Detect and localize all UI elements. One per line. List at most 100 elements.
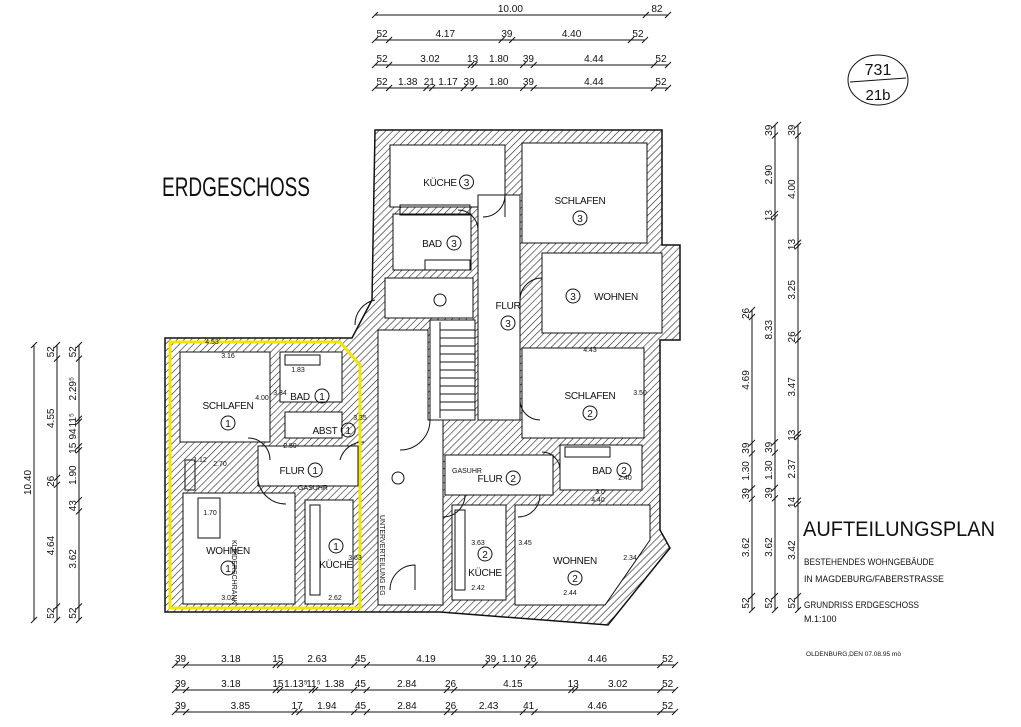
dimension-value: 4.46 <box>588 654 608 665</box>
dimension-value: 82 <box>651 4 663 15</box>
room-name: FLUR <box>478 474 503 485</box>
dimension-value: 3.42 <box>787 540 798 560</box>
room-number-circle <box>446 235 462 251</box>
description-line-2: IN MAGDEBURG/FABERSTRASSE <box>804 574 944 584</box>
room-name: KÜCHE <box>423 177 457 189</box>
description-line-1: BESTEHENDES WOHNGEBÄUDE <box>804 557 934 567</box>
room-name: KÜCHE <box>319 559 353 571</box>
inner-dimension: 3.63 <box>471 540 485 547</box>
dimension-value: 4.46 <box>588 701 608 712</box>
room-number-circle <box>340 422 356 438</box>
inner-dimension: 2.59 <box>283 443 297 450</box>
dimension-value: 26 <box>46 475 57 487</box>
dimension-value: 11⁵ <box>306 679 321 690</box>
title-block: AUFTEILUNGSPLAN BESTEHENDES WOHNGEBÄUDE … <box>803 518 995 658</box>
room-number: 2 <box>510 474 516 485</box>
dimension-value: 26 <box>741 307 752 319</box>
dimension-value: 52 <box>632 29 644 40</box>
room-name: KÜCHE <box>468 567 502 579</box>
gasuhr-label-1: GASUHR <box>298 485 328 492</box>
sheet-line-1: GRUNDRISS ERDGESCHOSS <box>804 600 919 610</box>
room-name: SCHLAFEN <box>555 196 606 207</box>
stamp-bottom: 21b <box>865 87 890 104</box>
dimension-value: 2.63 <box>307 654 327 665</box>
dimension-value: 2.29⁵ <box>68 377 79 401</box>
dimension-value: 39 <box>485 654 497 665</box>
kleiderschrank-label: KLEIDERSCHRANK <box>230 540 237 605</box>
signature-line: OLDENBURG,DEN 07.08.95 mö <box>806 652 902 658</box>
room-name: ABST <box>313 426 338 437</box>
room-number-circle <box>307 462 323 478</box>
inner-dimension: 1.12 <box>193 457 207 464</box>
room-wohnen-1 <box>182 492 296 605</box>
dimension-value: 43 <box>68 500 79 512</box>
dimension-value: 52 <box>376 77 388 88</box>
room-number-circle <box>500 315 516 331</box>
room-number-circle <box>572 210 588 226</box>
inner-dimension: 3.34 <box>273 390 287 397</box>
room-number-circle <box>220 415 236 431</box>
room-schlafen-1 <box>179 351 271 443</box>
inner-dimension: 4.40 <box>591 497 605 504</box>
room-bad-3 <box>392 213 472 271</box>
dimension-value: 52 <box>787 597 798 609</box>
inner-dimension: 2.34 <box>623 555 637 562</box>
room-number-circle <box>220 560 236 576</box>
annotations: GASUHR GASUHR KLEIDERSCHRANK UNTERVERTEI… <box>230 468 482 605</box>
dimension-value: 1.10 <box>502 654 522 665</box>
dimension-value: 10.00 <box>498 4 523 15</box>
room-name: FLUR <box>496 301 521 312</box>
dimension-value: 2.43 <box>479 701 499 712</box>
dimension-value: 4.64 <box>46 535 57 555</box>
dimension-value: 39 <box>175 679 187 690</box>
dimension-value: 1.80 <box>489 77 509 88</box>
dimension-value: 4.44 <box>584 77 604 88</box>
entrance-hall <box>377 329 444 606</box>
dimension-value: 52 <box>655 77 667 88</box>
room-name: SCHLAFEN <box>203 401 254 412</box>
room-number-circle <box>314 388 330 404</box>
room-bad-2 <box>559 444 643 491</box>
room-abst-1 <box>284 411 343 439</box>
inner-dimension: 2.62 <box>328 595 342 602</box>
dimension-value: 1.30 <box>764 460 775 480</box>
dimension-value: 2.84 <box>397 679 417 690</box>
dimension-value: 8.33 <box>764 320 775 340</box>
fixtures <box>184 204 611 596</box>
dimension-value: 21 <box>424 77 436 88</box>
room-flur-3 <box>477 194 521 421</box>
dimension-value: 4.55 <box>46 408 57 428</box>
room-number: 2 <box>587 409 593 420</box>
unterverteilung-label: UNTERVERTEILUNG EG <box>378 515 385 596</box>
dimension-value: 41 <box>523 701 535 712</box>
dimension-value: 94 <box>68 428 79 440</box>
room-number: 1 <box>319 392 325 403</box>
dimension-value: 39 <box>175 701 187 712</box>
dimension-value: 14 <box>787 496 798 508</box>
dimension-value: 4.19 <box>416 654 436 665</box>
dimension-value: 1.94 <box>317 701 337 712</box>
room-number: 1 <box>312 466 318 477</box>
inner-dimension: 3.45 <box>518 540 532 547</box>
room-number-circle <box>565 288 581 304</box>
room-flur-2 <box>444 454 554 496</box>
dimension-value: 52 <box>46 346 57 358</box>
room-kueche-2 <box>451 504 507 601</box>
dimension-value: 2.84 <box>397 701 417 712</box>
dimension-value: 45 <box>355 701 367 712</box>
dimension-value: 3.02 <box>420 54 440 65</box>
dimension-chain-left: 10.40 <box>23 341 38 624</box>
dimension-value: 13 <box>568 679 580 690</box>
dimension-value: 52 <box>46 607 57 619</box>
doors <box>247 194 561 591</box>
